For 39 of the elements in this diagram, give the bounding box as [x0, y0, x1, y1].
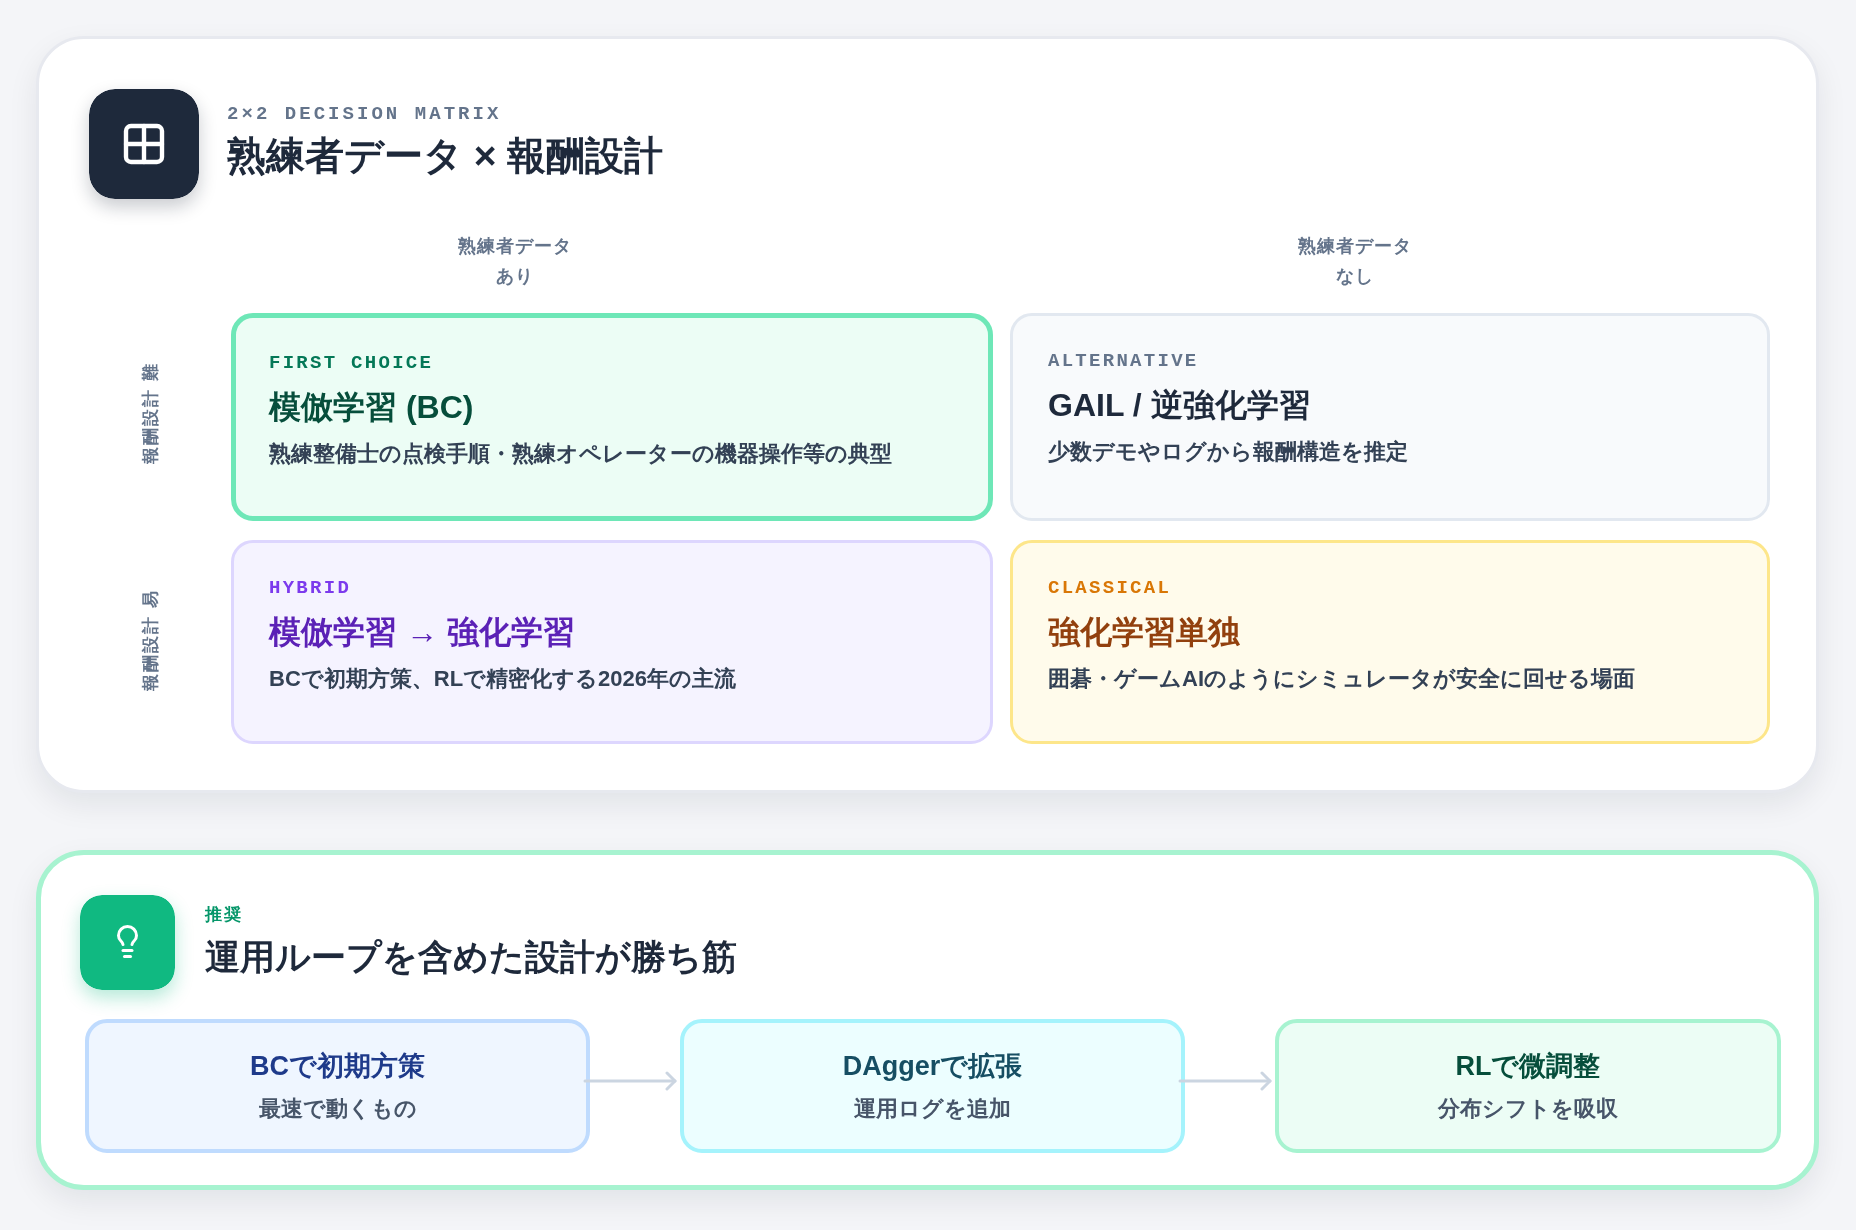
panel-title: 運用ループを含めた設計が勝ち筋 — [205, 936, 737, 978]
step-caption: 分布シフトを吸収 — [1438, 1095, 1618, 1123]
quadrant-description: 熟練整備士の点検手順・熟練オペレーターの機器操作等の典型 — [269, 440, 892, 469]
column-header: なし — [1335, 265, 1375, 288]
quadrant-tag: FIRST CHOICE — [269, 352, 434, 374]
quadrant-description: BCで初期方策、RLで精密化する2026年の主流 — [269, 665, 737, 694]
column-header: あり — [495, 265, 535, 288]
column-header: 熟練者データ — [1297, 235, 1413, 258]
quadrant-tag: ALTERNATIVE — [1048, 350, 1199, 372]
quadrant-heading: 模倣学習 (BC) — [269, 388, 474, 427]
arrow — [1178, 1071, 1272, 1091]
quadrant-description: 少数デモやログから報酬構造を推定 — [1048, 438, 1408, 467]
quadrant-heading: GAIL / 逆強化学習 — [1048, 386, 1311, 425]
row-label: 報酬設計 易 — [139, 589, 161, 691]
step-caption: 運用ログを追加 — [854, 1095, 1011, 1123]
column-header: 熟練者データ — [457, 235, 573, 258]
step-caption: 最速で動くもの — [258, 1095, 417, 1123]
recommendation-panel — [36, 850, 1819, 1190]
step-box — [85, 1019, 590, 1153]
quadrant-heading: 模倣学習 → 強化学習 — [269, 613, 575, 652]
panel-title: 熟練者データ × 報酬設計 — [227, 133, 664, 179]
row-label: 報酬設計 難 — [139, 362, 161, 464]
quadrant-card — [1010, 313, 1770, 521]
section-kicker: 2×2 DECISION MATRIX — [227, 103, 502, 125]
quadrant-card — [231, 540, 993, 744]
step-title: RLで微調整 — [1455, 1050, 1601, 1083]
step-title: BCで初期方策 — [250, 1050, 425, 1083]
step-title: DAggerで拡張 — [842, 1050, 1023, 1083]
quadrant-heading: 強化学習単独 — [1048, 613, 1240, 652]
step-box — [1275, 1019, 1781, 1153]
quadrant-description: 囲碁・ゲームAIのようにシミュレータが安全に回せる場面 — [1048, 665, 1635, 694]
quadrant-card — [231, 313, 993, 521]
quadrant-tag: HYBRID — [269, 577, 352, 599]
quadrant-tag: CLASSICAL — [1048, 577, 1172, 599]
arrow — [583, 1071, 677, 1091]
quadrant-card — [1010, 540, 1770, 744]
section-kicker: 推奨 — [205, 904, 243, 926]
step-box — [680, 1019, 1185, 1153]
matrix-panel — [36, 36, 1819, 793]
